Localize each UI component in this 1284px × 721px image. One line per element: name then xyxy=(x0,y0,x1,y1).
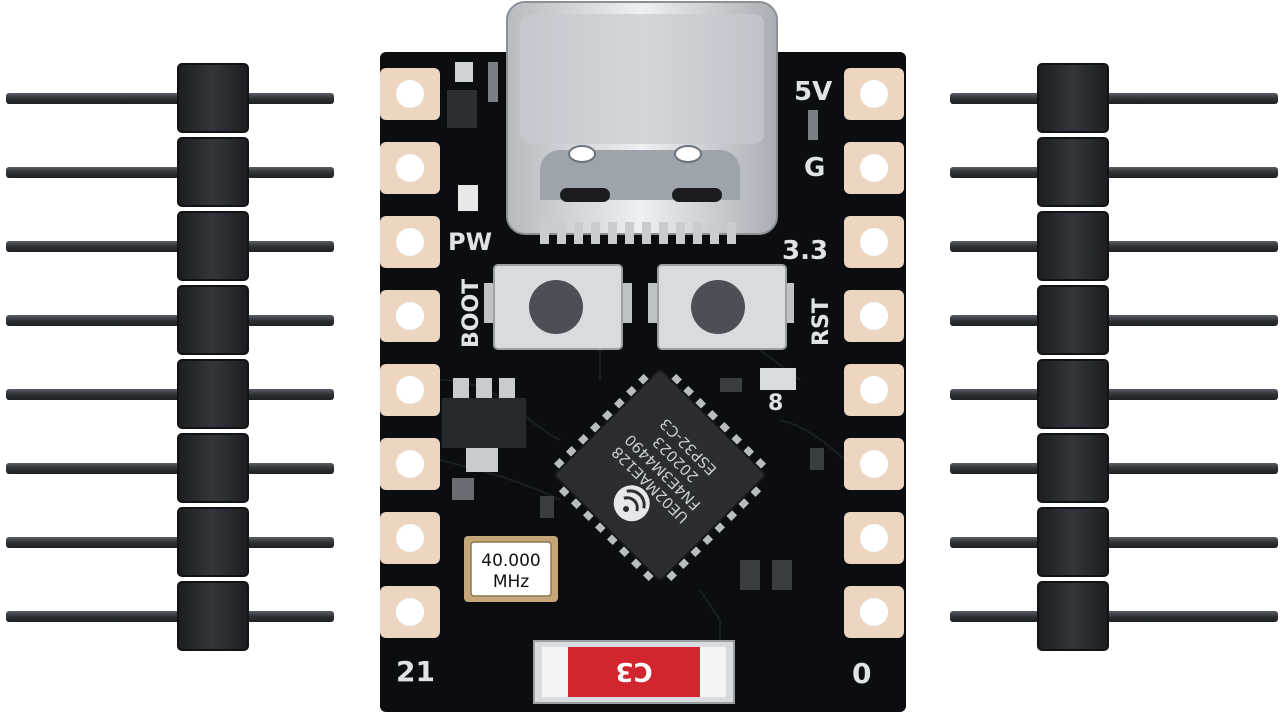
usb-pin xyxy=(727,222,736,244)
usb-c-connector xyxy=(506,1,778,244)
esp32-c3-chip: ESP32-C3 202023 FN4E3M4490 UE02MAE128 xyxy=(553,369,767,582)
usb-pin xyxy=(540,222,549,244)
header-pin-housing xyxy=(1037,507,1109,577)
header-pin xyxy=(6,389,334,400)
header-pin-housing xyxy=(177,507,249,577)
voltage-regulator xyxy=(442,110,824,590)
power-led xyxy=(447,62,498,211)
pin-label-8: 8 xyxy=(768,391,783,416)
pad-hole xyxy=(860,302,888,330)
ceramic-antenna: C3 xyxy=(533,640,735,704)
pad-hole xyxy=(396,80,424,108)
header-pin-housing xyxy=(1037,433,1109,503)
pad-hole xyxy=(396,450,424,478)
header-pin xyxy=(6,241,334,252)
pad-hole xyxy=(860,598,888,626)
header-pin-housing xyxy=(177,433,249,503)
pad-hole xyxy=(396,228,424,256)
header-pin xyxy=(950,611,1278,622)
usb-pin xyxy=(710,222,719,244)
header-pin-housing xyxy=(177,137,249,207)
header-pin-housing xyxy=(177,359,249,429)
pin-label-3v3: 3.3 xyxy=(782,236,828,266)
crystal-line-2: MHz xyxy=(493,572,529,592)
crystal-oscillator: 40.000 MHz xyxy=(464,536,558,602)
pad-hole xyxy=(860,228,888,256)
pad-hole xyxy=(396,302,424,330)
pad-hole xyxy=(860,450,888,478)
header-pin xyxy=(6,463,334,474)
pad-hole xyxy=(860,524,888,552)
pw-label: PW xyxy=(448,228,492,256)
silkscreen-labels: 5V G 3.3 21 0 8 PW BOOT RST xyxy=(396,77,871,690)
pad-hole xyxy=(396,524,424,552)
pin-label-21: 21 xyxy=(396,655,435,688)
usb-pin xyxy=(659,222,668,244)
left-castellated-pads xyxy=(380,68,440,638)
header-pin xyxy=(950,537,1278,548)
right-pin-header xyxy=(950,63,1278,651)
antenna-label: C3 xyxy=(615,656,652,686)
pad-hole xyxy=(396,376,424,404)
header-pin-housing xyxy=(1037,285,1109,355)
header-pin-housing xyxy=(177,211,249,281)
right-castellated-pads xyxy=(844,68,904,638)
header-pin-housing xyxy=(1037,581,1109,651)
header-pin xyxy=(950,93,1278,104)
pad-hole xyxy=(860,80,888,108)
usb-pin xyxy=(642,222,651,244)
usb-pin xyxy=(676,222,685,244)
header-pin xyxy=(6,93,334,104)
header-pin xyxy=(950,463,1278,474)
espressif-logo-icon xyxy=(613,485,650,522)
rst-label: RST xyxy=(809,298,834,346)
pin-label-g: G xyxy=(804,153,825,183)
pad-hole xyxy=(860,376,888,404)
header-pin-housing xyxy=(1037,211,1109,281)
header-pin xyxy=(6,167,334,178)
reset-button[interactable] xyxy=(648,264,794,350)
pad-hole xyxy=(396,154,424,182)
pin-label-0: 0 xyxy=(852,657,871,690)
boot-button[interactable] xyxy=(484,264,632,350)
usb-pin xyxy=(591,222,600,244)
pad-hole xyxy=(396,598,424,626)
header-pin-housing xyxy=(1037,63,1109,133)
header-pin xyxy=(950,241,1278,252)
left-pin-header xyxy=(6,63,334,651)
boot-label: BOOT xyxy=(459,279,484,348)
header-pin xyxy=(6,537,334,548)
header-pin xyxy=(6,611,334,622)
usb-pin xyxy=(557,222,566,244)
header-pin-housing xyxy=(1037,359,1109,429)
usb-pin xyxy=(574,222,583,244)
header-pin xyxy=(950,315,1278,326)
usb-pin xyxy=(693,222,702,244)
header-pin xyxy=(950,167,1278,178)
header-pin-housing xyxy=(177,63,249,133)
crystal-line-1: 40.000 xyxy=(481,551,540,571)
pin-label-5v: 5V xyxy=(794,77,832,107)
pad-hole xyxy=(860,154,888,182)
header-pin-housing xyxy=(177,285,249,355)
usb-pin xyxy=(625,222,634,244)
header-pin xyxy=(6,315,334,326)
header-pin-housing xyxy=(177,581,249,651)
header-pin-housing xyxy=(1037,137,1109,207)
header-pin xyxy=(950,389,1278,400)
usb-pin xyxy=(608,222,617,244)
